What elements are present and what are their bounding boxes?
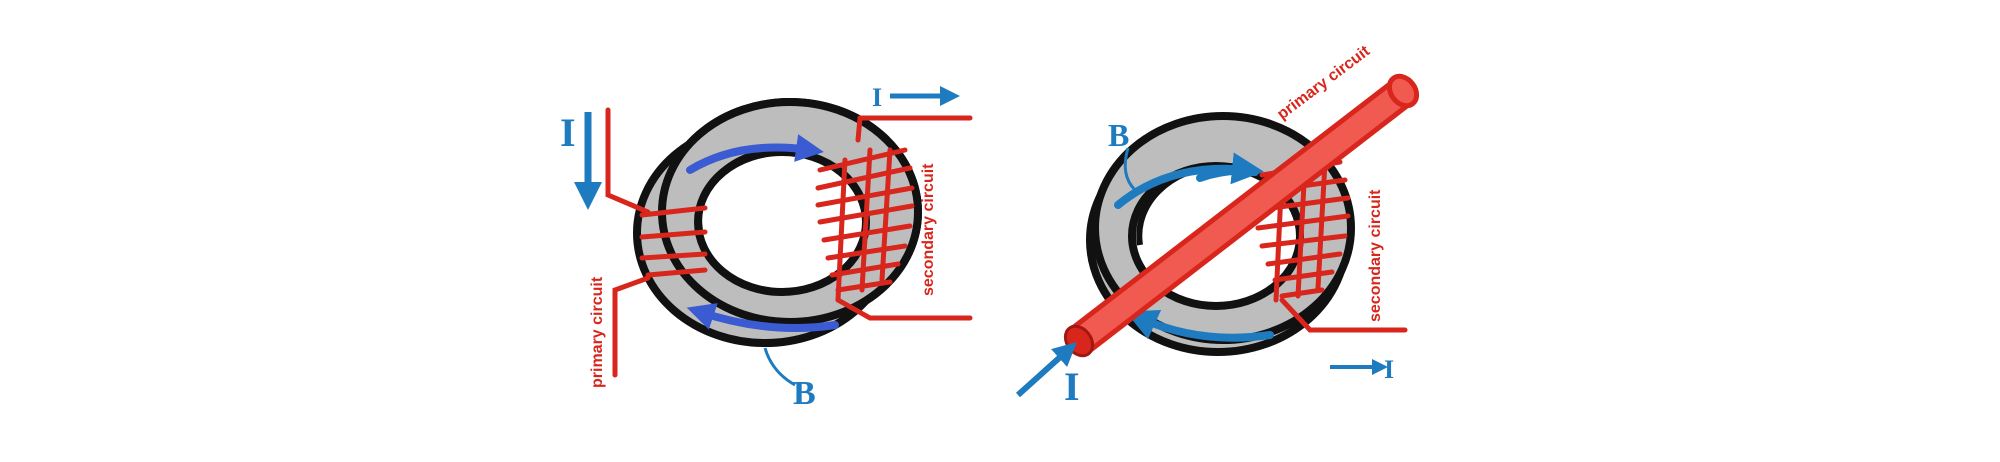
- left-transformer: [574, 86, 973, 387]
- left-field-label: B: [793, 375, 816, 412]
- right-current-arrow-in: [1015, 341, 1077, 398]
- right-field-arrow-front: [1196, 166, 1259, 182]
- left-current-label-right: I: [872, 83, 882, 112]
- right-field-leader-line: [1123, 147, 1137, 192]
- right-current-label-right: I: [1384, 355, 1394, 384]
- left-current-label-top: I: [560, 110, 576, 155]
- left-secondary-winding: [815, 115, 973, 321]
- left-toroid-core: [633, 98, 923, 347]
- right-current-label-bottom: I: [1064, 364, 1080, 409]
- right-secondary-label: secondary circuit: [1367, 189, 1384, 322]
- left-field-arrow-bottom: [686, 303, 839, 332]
- left-primary-winding: [605, 107, 708, 378]
- left-field-leader-line: [763, 347, 796, 387]
- left-primary-label: primary circuit: [589, 276, 606, 388]
- right-field-arrow-bottom: [1125, 309, 1274, 342]
- right-field-label: B: [1108, 117, 1129, 153]
- left-field-arrow-top: [686, 134, 824, 174]
- left-secondary-label: secondary circuit: [920, 163, 937, 296]
- right-transformer: [1015, 73, 1420, 398]
